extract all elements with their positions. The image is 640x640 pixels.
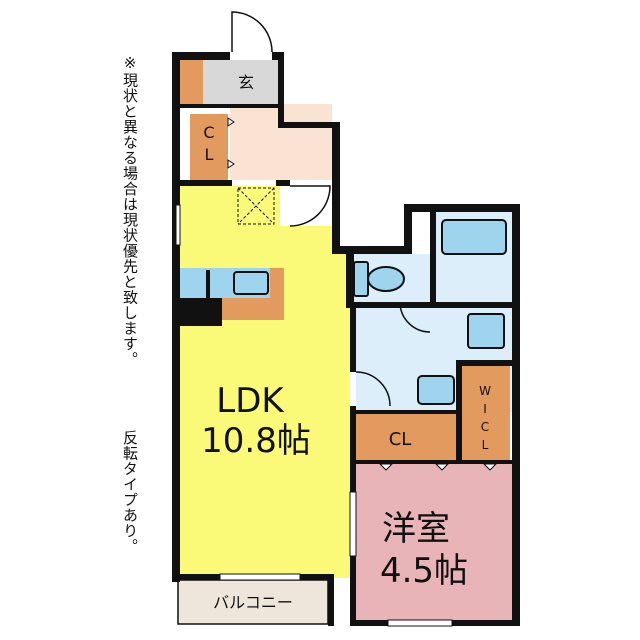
- wicl-label-l: L: [482, 438, 489, 452]
- closet-entrance-label-l: L: [205, 145, 214, 164]
- closet-bedroom-label: CL: [389, 429, 412, 450]
- ldk-name-label: LDK: [216, 381, 285, 421]
- entrance-label: 玄: [238, 73, 254, 92]
- reversed-type-note: 反転タイプあり。: [121, 430, 139, 554]
- closet-entrance-label-c: C: [203, 123, 214, 142]
- bedroom-size-label: 4.5帖: [380, 551, 468, 591]
- closet-door-marker: [227, 159, 235, 169]
- closet-door-marker: [482, 463, 498, 471]
- ldk-door-swing: [289, 185, 331, 227]
- bedroom-side-window: [349, 491, 357, 557]
- bathtub-icon: [441, 219, 507, 255]
- ldk-size-label: 10.8帖: [201, 421, 311, 461]
- wicl-label-c: C: [481, 420, 489, 434]
- bedroom-floor: [356, 464, 514, 622]
- balcony-window: [219, 573, 301, 581]
- wicl-label-i: I: [483, 402, 487, 416]
- bedroom-name-label: 洋室: [382, 509, 450, 549]
- disclaimer-note: ※現状と異なる場合は現状優先と致します。: [121, 54, 139, 367]
- closet-door-marker: [434, 463, 450, 471]
- kitchen-divider: [206, 270, 210, 298]
- balcony-label: バルコニー: [213, 593, 293, 612]
- washing-machine-icon: [467, 313, 505, 349]
- wash-basin-icon: [417, 375, 455, 405]
- entrance-floor: [203, 60, 280, 104]
- walk-in-closet: [462, 366, 510, 462]
- front-door-swing: [231, 11, 273, 53]
- ldk-entry-floor: [280, 186, 332, 226]
- storage-hatch-icon: [237, 187, 275, 225]
- balcony-floor: [178, 580, 328, 624]
- closet-door-marker: [227, 117, 235, 127]
- closet-door-marker: [378, 463, 394, 471]
- closet-bedroom: [356, 414, 458, 462]
- entrance-step: [180, 60, 203, 104]
- kitchen-sink: [233, 271, 269, 295]
- bedroom-bottom-window: [387, 619, 453, 627]
- wicl-label-w: W: [479, 384, 491, 398]
- ldk-window: [175, 204, 181, 246]
- washroom-door-swing: [355, 371, 391, 407]
- fridge-space: [180, 298, 222, 324]
- closet-entrance: [190, 114, 228, 180]
